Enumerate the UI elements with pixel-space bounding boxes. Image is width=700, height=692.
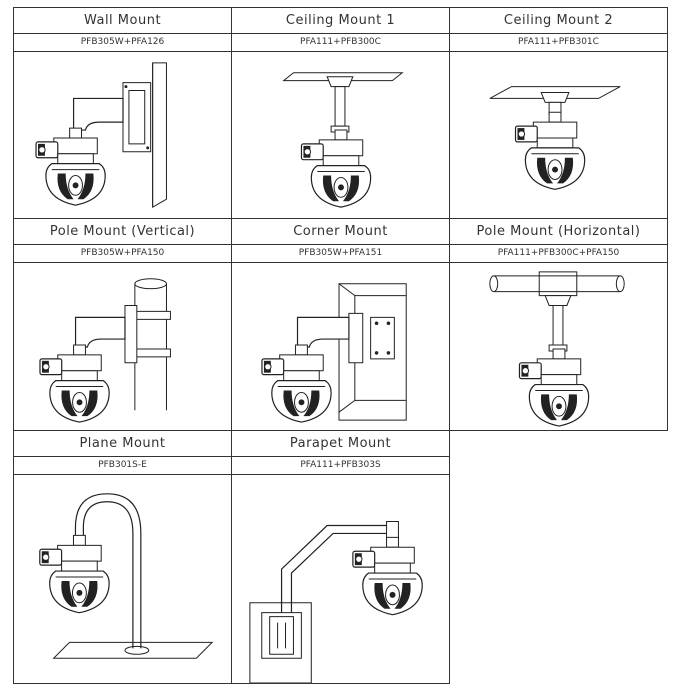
pole-mount-vertical-illustration — [14, 262, 231, 430]
mount-title: Ceiling Mount 1 — [232, 8, 449, 34]
mount-title: Pole Mount (Vertical) — [14, 219, 231, 245]
mount-model-number: PFA111+PFB300C+PFA150 — [450, 244, 667, 263]
mount-model-number: PFB305W+PFA151 — [232, 244, 449, 263]
mount-title: Ceiling Mount 2 — [450, 8, 667, 34]
mount-card-pole-horizontal: Pole Mount (Horizontal) PFA111+PFB300C+P… — [449, 218, 668, 431]
mount-title: Pole Mount (Horizontal) — [450, 219, 667, 245]
mount-options-grid: Wall Mount PFB305W+PFA126 Ceiling Mount … — [13, 7, 668, 684]
plane-mount-illustration — [14, 474, 231, 683]
parapet-mount-illustration — [232, 474, 449, 683]
ceiling-mount-1-illustration — [232, 51, 449, 218]
mount-title: Wall Mount — [14, 8, 231, 34]
mount-model-number: PFB305W+PFA150 — [14, 244, 231, 263]
mount-title: Corner Mount — [232, 219, 449, 245]
corner-mount-illustration — [232, 262, 449, 430]
mount-model-number: PFA111+PFB303S — [232, 456, 449, 475]
wall-mount-illustration — [14, 51, 231, 218]
mount-card-pole-vertical: Pole Mount (Vertical) PFB305W+PFA150 — [13, 218, 232, 431]
mount-card-plane: Plane Mount PFB301S-E — [13, 430, 232, 684]
mount-card-ceiling-1: Ceiling Mount 1 PFA111+PFB300C — [231, 7, 450, 219]
mount-card-wall: Wall Mount PFB305W+PFA126 — [13, 7, 232, 219]
pole-mount-horizontal-illustration — [450, 262, 667, 430]
mount-model-number: PFA111+PFB301C — [450, 33, 667, 52]
mount-card-parapet: Parapet Mount PFA111+PFB303S — [231, 430, 450, 684]
mount-model-number: PFB301S-E — [14, 456, 231, 475]
mount-title: Parapet Mount — [232, 431, 449, 457]
mount-model-number: PFA111+PFB300C — [232, 33, 449, 52]
mount-model-number: PFB305W+PFA126 — [14, 33, 231, 52]
mount-card-ceiling-2: Ceiling Mount 2 PFA111+PFB301C — [449, 7, 668, 219]
ceiling-mount-2-illustration — [450, 51, 667, 218]
mount-title: Plane Mount — [14, 431, 231, 457]
mount-card-corner: Corner Mount PFB305W+PFA151 — [231, 218, 450, 431]
